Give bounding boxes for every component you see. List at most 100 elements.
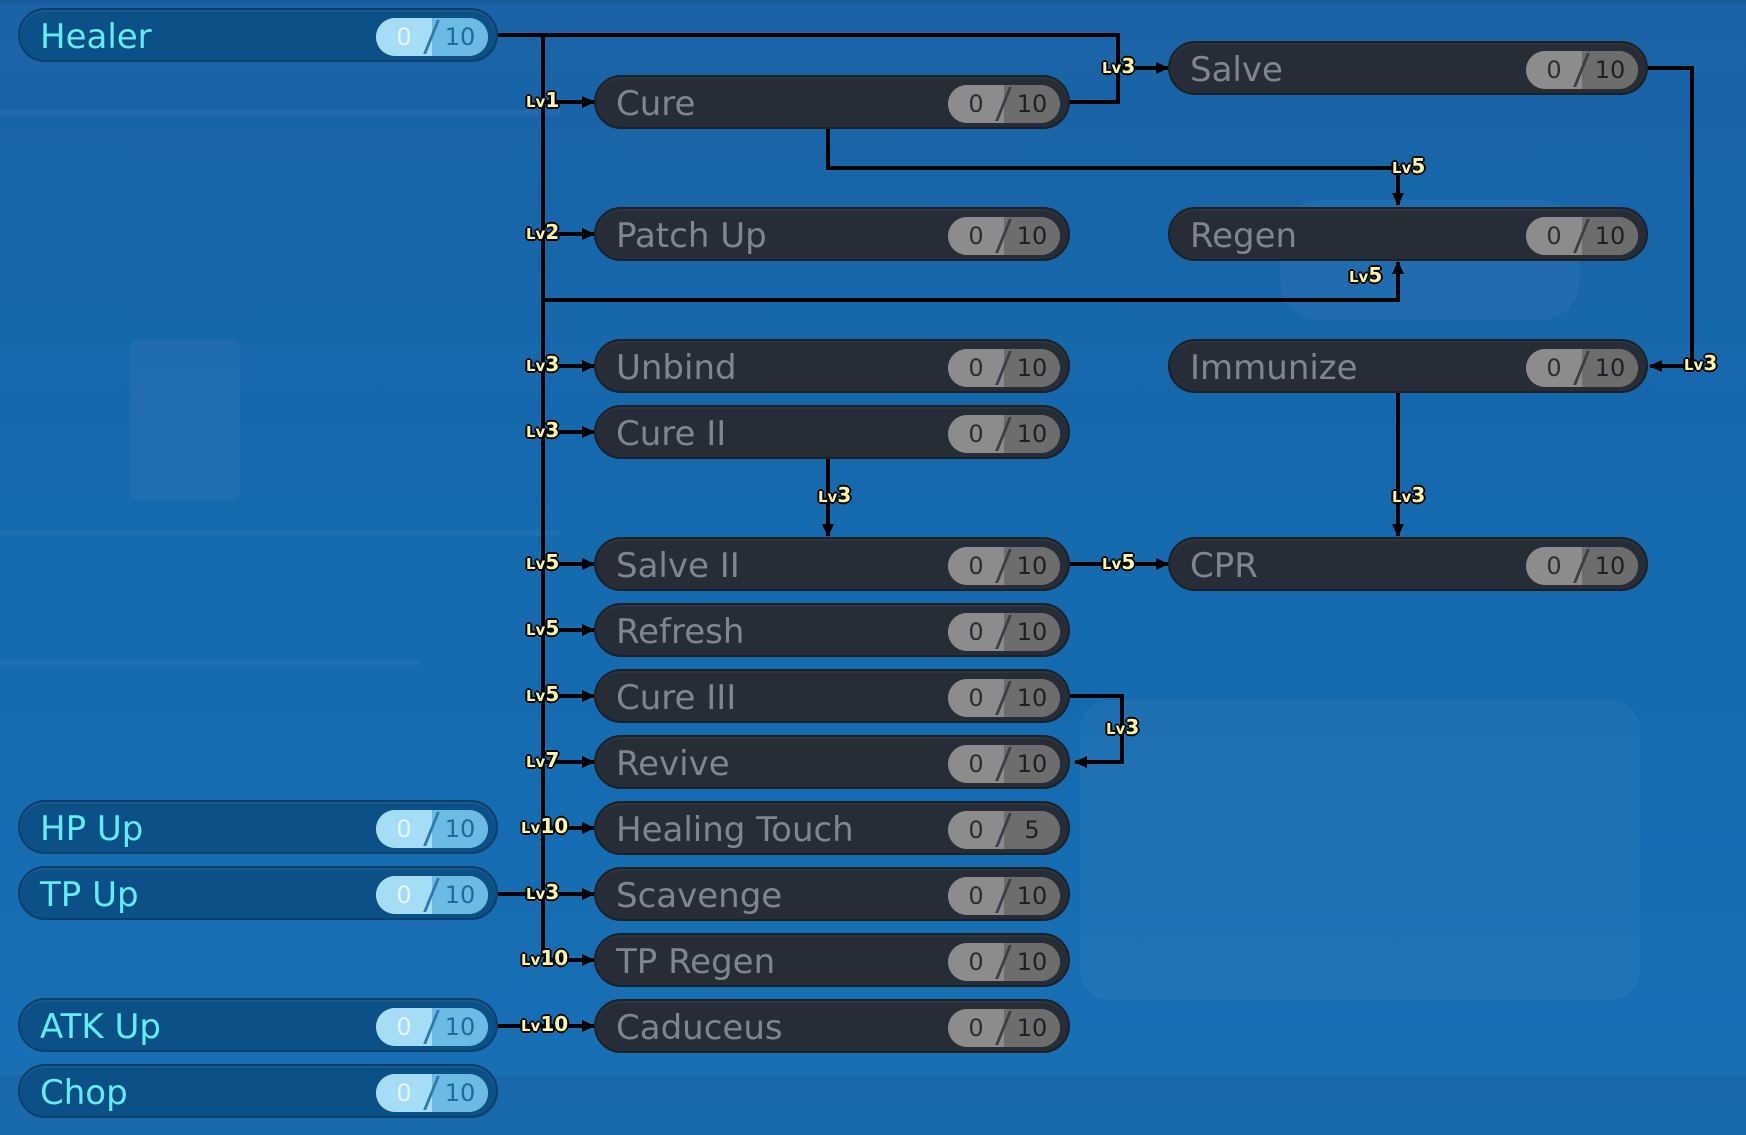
skill-name: HP Up (40, 809, 144, 849)
max-level: 10 (432, 810, 488, 848)
current-level: 0 (948, 877, 1004, 915)
max-level: 10 (1004, 613, 1060, 651)
skill-name: Immunize (1190, 348, 1358, 388)
max-level: 10 (1004, 415, 1060, 453)
skill-name: Patch Up (616, 216, 767, 256)
current-level: 0 (376, 876, 432, 914)
level-requirement-salve-ii: Lv5 (526, 550, 560, 574)
level-requirement-cpr-from-salve-ii: Lv5 (1102, 550, 1136, 574)
max-level: 10 (1004, 745, 1060, 783)
current-level: 0 (948, 1009, 1004, 1047)
skill-name: Chop (40, 1073, 128, 1113)
max-level: 10 (1582, 349, 1638, 387)
max-level: 10 (1004, 943, 1060, 981)
current-level: 0 (948, 943, 1004, 981)
current-level: 0 (1526, 217, 1582, 255)
max-level: 10 (1582, 547, 1638, 585)
max-level: 10 (1004, 349, 1060, 387)
current-level: 0 (376, 810, 432, 848)
skill-name: TP Regen (616, 942, 776, 982)
level-requirement-regen-from-cure: Lv5 (1392, 154, 1426, 178)
level-requirement-immunize: Lv3 (1684, 351, 1718, 375)
level-requirement-regen-from-healer: Lv5 (1349, 263, 1383, 287)
max-level: 10 (432, 1074, 488, 1112)
max-level: 10 (1004, 217, 1060, 255)
skill-name: ATK Up (40, 1007, 161, 1047)
skill-name: Cure III (616, 678, 737, 718)
skill-name: Salve II (616, 546, 740, 586)
level-requirement-patch-up: Lv2 (526, 220, 560, 244)
skill-name: Healer (40, 17, 152, 57)
max-level: 10 (1582, 51, 1638, 89)
current-level: 0 (376, 1074, 432, 1112)
current-level: 0 (948, 811, 1004, 849)
max-level: 10 (432, 876, 488, 914)
level-requirement-unbind: Lv3 (526, 352, 560, 376)
level-requirement-healing-touch: Lv10 (521, 814, 569, 838)
skill-name: Healing Touch (616, 810, 854, 850)
skill-name: Salve (1190, 50, 1283, 90)
max-level: 10 (1004, 85, 1060, 123)
level-requirement-refresh: Lv5 (526, 616, 560, 640)
level-requirement-salve: Lv3 (1102, 54, 1136, 78)
skill-name: Caduceus (616, 1008, 783, 1048)
current-level: 0 (1526, 51, 1582, 89)
current-level: 0 (948, 613, 1004, 651)
level-requirement-tp-regen: Lv10 (521, 946, 569, 970)
level-requirement-caduceus: Lv10 (521, 1012, 569, 1036)
max-level: 5 (1004, 811, 1060, 849)
current-level: 0 (1526, 349, 1582, 387)
max-level: 10 (1004, 877, 1060, 915)
skill-name: Regen (1190, 216, 1298, 256)
max-level: 10 (1004, 679, 1060, 717)
level-requirement-cure-ii: Lv3 (526, 418, 560, 442)
skill-name: CPR (1190, 546, 1258, 586)
skill-name: Cure (616, 84, 696, 124)
skill-name: Refresh (616, 612, 745, 652)
level-requirement-revive: Lv7 (526, 748, 560, 772)
max-level: 10 (432, 1008, 488, 1046)
level-requirement-cure: Lv1 (526, 88, 560, 112)
current-level: 0 (948, 349, 1004, 387)
current-level: 0 (948, 415, 1004, 453)
skill-name: Unbind (616, 348, 737, 388)
